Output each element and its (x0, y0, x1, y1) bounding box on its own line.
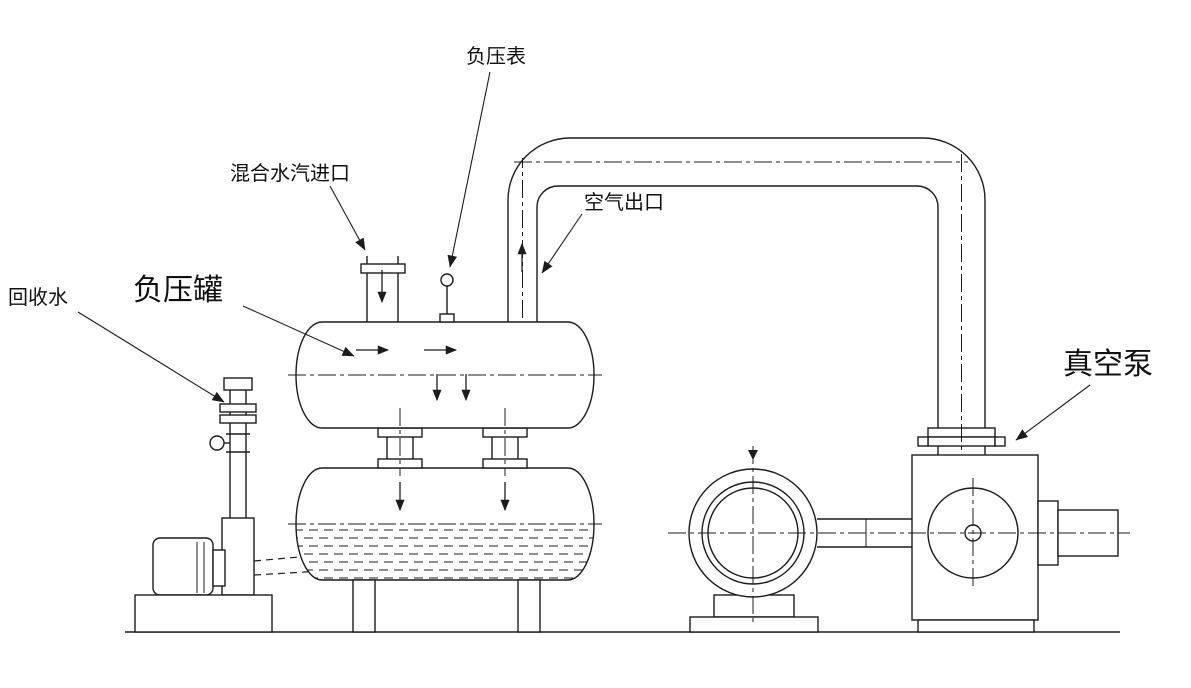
pipe-support-jacket (221, 517, 255, 596)
leader-pressure-gauge (447, 71, 491, 268)
recovery-pump-base (134, 594, 273, 633)
label-vacuum-tank: 负压罐 (133, 273, 223, 308)
recovered-water-assembly (134, 377, 323, 633)
label-pressure-gauge: 负压表 (466, 44, 526, 68)
tank-leg-left (352, 579, 376, 633)
valve-handwheel (209, 435, 225, 451)
leader-vacuum-tank (242, 305, 355, 357)
air-outlet-pipe (507, 137, 986, 428)
pump-base-plate (689, 616, 819, 633)
flange-bolt-left (917, 436, 929, 447)
leader-mixed-steam-inlet (329, 185, 366, 251)
water-fill (296, 529, 594, 579)
pump-pedestal (713, 594, 795, 618)
annotations: 负压表 混合水汽进口 空气出口 回收水 负压罐 真空泵 (8, 44, 1153, 441)
centerlines (288, 154, 1130, 622)
leader-air-outlet (541, 213, 583, 274)
flange-bolt-right (994, 436, 1006, 447)
vacuum-pump (688, 427, 1119, 633)
label-recovered-water: 回收水 (8, 285, 68, 309)
lower-tank (295, 467, 595, 633)
pressure-gauge (439, 273, 455, 323)
flow-arrows (356, 242, 527, 512)
leader-vacuum-pump (1015, 384, 1091, 441)
pump-housing-base (917, 619, 1035, 633)
leader-recovered-water (77, 311, 225, 403)
label-air-outlet: 空气出口 (584, 190, 664, 214)
label-mixed-steam-inlet: 混合水汽进口 (230, 161, 350, 185)
pressure-gauge-bulb (440, 273, 454, 287)
tank-leg-right (517, 579, 541, 633)
recovered-water-pipe-cap (223, 377, 253, 391)
label-vacuum-pump: 真空泵 (1063, 347, 1153, 382)
mixed-steam-inlet-pipe (360, 256, 406, 322)
